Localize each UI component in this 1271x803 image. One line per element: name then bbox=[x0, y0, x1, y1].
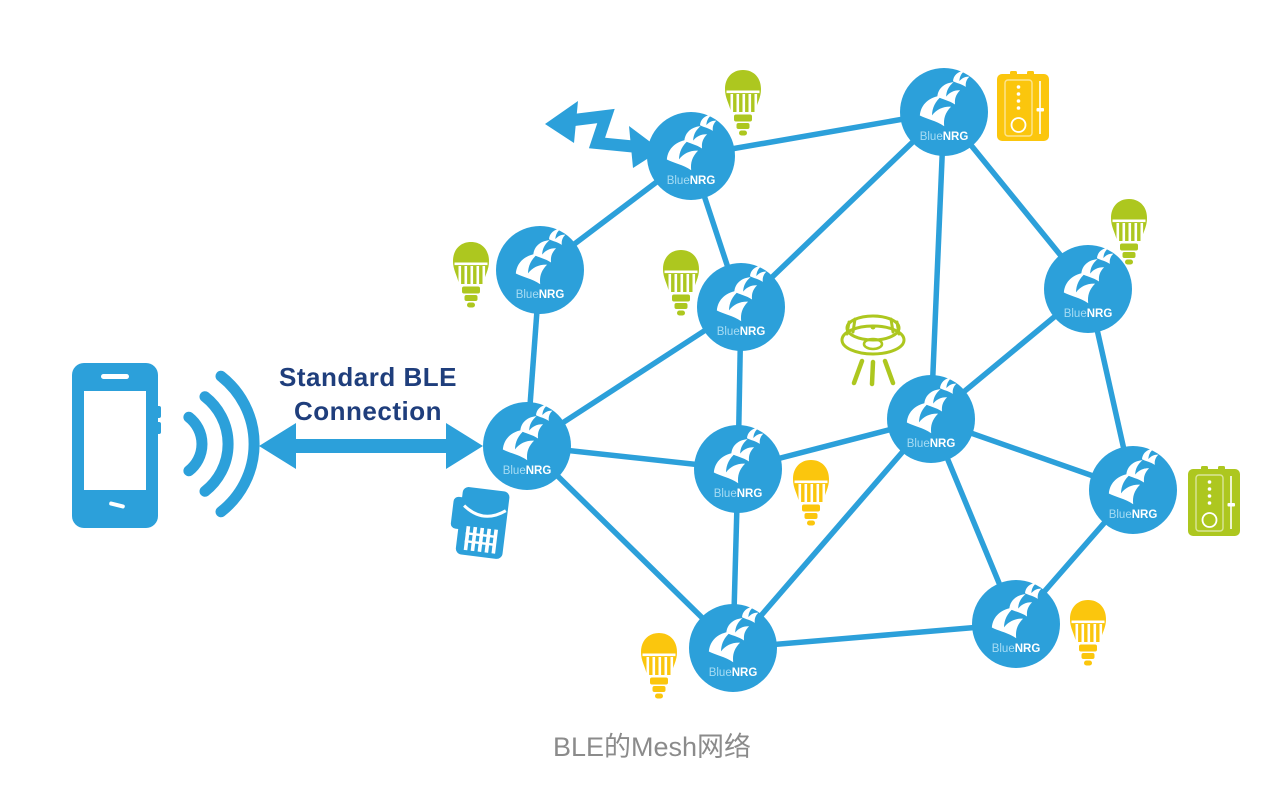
mesh-broadcast-arrow bbox=[545, 101, 661, 168]
led-bulb-yellow-icon bbox=[641, 633, 677, 699]
led-bulb-yellow-icon bbox=[793, 460, 829, 526]
svg-text:BlueNRG: BlueNRG bbox=[992, 643, 1041, 655]
mesh-node-center: BlueNRG bbox=[694, 425, 782, 513]
standard-ble-label-line2: Connection bbox=[294, 396, 442, 426]
standard-ble-label-line1: Standard BLE bbox=[279, 362, 457, 392]
mesh-links bbox=[524, 109, 1136, 651]
svg-text:BlueNRG: BlueNRG bbox=[709, 667, 758, 679]
svg-text:BlueNRG: BlueNRG bbox=[717, 326, 766, 338]
dimmer-remote-green-icon bbox=[1187, 465, 1241, 537]
svg-text:BlueNRG: BlueNRG bbox=[1109, 509, 1158, 521]
svg-text:BlueNRG: BlueNRG bbox=[714, 488, 763, 500]
led-bulb-green-icon bbox=[663, 250, 699, 316]
mesh-node-bottom: BlueNRG bbox=[689, 604, 777, 692]
mesh-node-upper-left: BlueNRG bbox=[496, 226, 584, 314]
led-bulb-green-icon bbox=[453, 242, 489, 308]
svg-text:BlueNRG: BlueNRG bbox=[503, 465, 552, 477]
mesh-node-left-gateway: BlueNRG bbox=[483, 402, 571, 490]
mesh-node-right: BlueNRG bbox=[1044, 245, 1132, 333]
svg-text:BlueNRG: BlueNRG bbox=[516, 289, 565, 301]
blue-remote-icon bbox=[450, 487, 510, 559]
svg-text:BlueNRG: BlueNRG bbox=[667, 175, 716, 187]
diagram-caption: BLE的Mesh网络 bbox=[553, 732, 751, 762]
smoke-detector-icon bbox=[840, 314, 906, 387]
led-bulb-green-icon bbox=[725, 70, 761, 136]
signal-waves-icon bbox=[183, 370, 260, 518]
smartphone-icon bbox=[72, 363, 161, 528]
svg-text:BlueNRG: BlueNRG bbox=[1064, 308, 1113, 320]
mesh-node-top-right: BlueNRG bbox=[900, 68, 988, 156]
mesh-node-right-center: BlueNRG bbox=[887, 375, 975, 463]
mesh-node-far-right: BlueNRG bbox=[1089, 446, 1177, 534]
led-bulb-yellow-icon bbox=[1070, 600, 1106, 666]
mesh-node-middle: BlueNRG bbox=[697, 263, 785, 351]
led-bulb-green-icon bbox=[1111, 199, 1147, 265]
svg-text:BlueNRG: BlueNRG bbox=[920, 131, 969, 143]
mesh-node-bottom-right: BlueNRG bbox=[972, 580, 1060, 668]
mesh-node-top-left: BlueNRG bbox=[647, 112, 735, 200]
svg-text:BlueNRG: BlueNRG bbox=[907, 438, 956, 450]
dimmer-remote-yellow-icon bbox=[996, 70, 1050, 142]
ble-connection-arrow bbox=[259, 423, 483, 469]
